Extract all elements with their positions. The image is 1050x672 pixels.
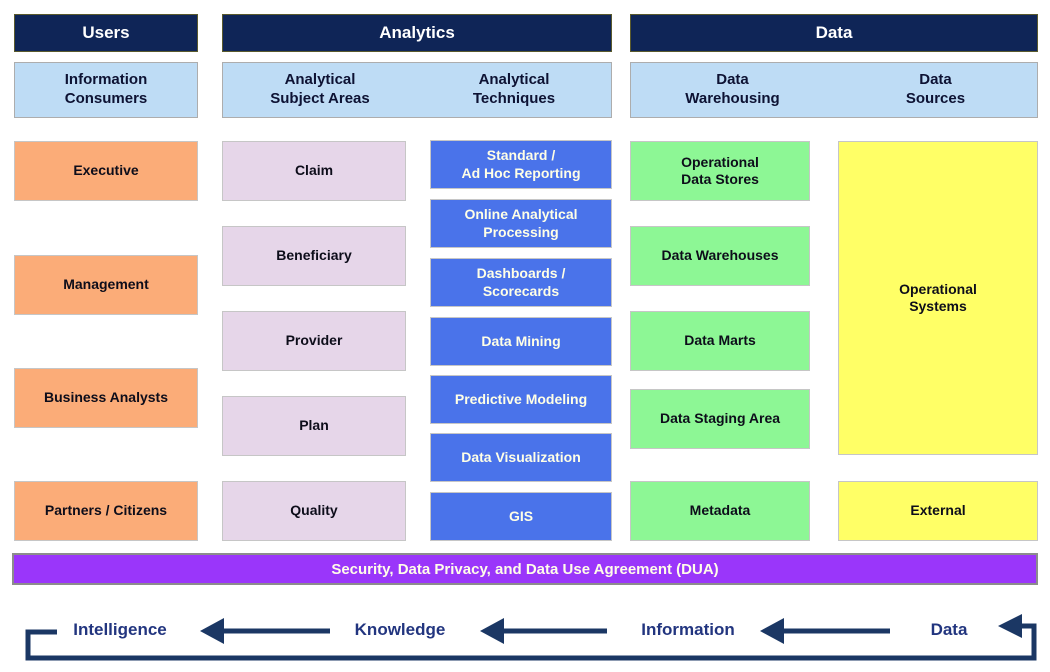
subheader-information-consumers: Information Consumers bbox=[14, 62, 198, 118]
box-dashboards-scorecards: Dashboards / Scorecards bbox=[430, 258, 612, 307]
box-metadata: Metadata bbox=[630, 481, 810, 541]
box-quality: Quality bbox=[222, 481, 406, 541]
header-users: Users bbox=[14, 14, 198, 52]
subheader-information-consumers-label: Information Consumers bbox=[64, 71, 148, 107]
box-executive: Executive bbox=[14, 141, 198, 201]
box-operational-systems: Operational Systems bbox=[838, 141, 1038, 455]
box-external: External bbox=[838, 481, 1038, 541]
subheader-analytics-group: Analytical Subject Areas Analytical Tech… bbox=[222, 62, 612, 118]
flow-label-knowledge: Knowledge bbox=[354, 620, 446, 639]
subheader-data-sources: Data Sources bbox=[905, 71, 966, 107]
flow-label-data: Data bbox=[930, 620, 968, 639]
subheader-analytical-techniques: Analytical Techniques bbox=[472, 71, 556, 107]
subheader-analytical-subject-areas: Analytical Subject Areas bbox=[270, 71, 370, 107]
box-business-analysts: Business Analysts bbox=[14, 368, 198, 428]
box-beneficiary: Beneficiary bbox=[222, 226, 406, 286]
flow-diagram: Intelligence Knowledge Information Data bbox=[0, 598, 1050, 672]
box-gis: GIS bbox=[430, 492, 612, 541]
box-provider: Provider bbox=[222, 311, 406, 371]
feedback-bracket-arrow-icon bbox=[25, 614, 1037, 661]
information-to-knowledge-arrow-icon bbox=[480, 618, 607, 644]
box-data-staging-area: Data Staging Area bbox=[630, 389, 810, 449]
box-data-visualization: Data Visualization bbox=[430, 433, 612, 482]
flow-label-intelligence: Intelligence bbox=[73, 620, 167, 639]
box-claim: Claim bbox=[222, 141, 406, 201]
box-operational-data-stores: Operational Data Stores bbox=[630, 141, 810, 201]
box-partners-citizens: Partners / Citizens bbox=[14, 481, 198, 541]
box-online-analytical-processing: Online Analytical Processing bbox=[430, 199, 612, 248]
data-to-information-arrow-icon bbox=[760, 618, 890, 644]
flow-arrows-graphic bbox=[25, 614, 1037, 661]
knowledge-to-intelligence-arrow-icon bbox=[200, 618, 330, 644]
box-data-marts: Data Marts bbox=[630, 311, 810, 371]
box-data-mining: Data Mining bbox=[430, 317, 612, 366]
security-bar: Security, Data Privacy, and Data Use Agr… bbox=[12, 553, 1038, 585]
subheader-data-group: Data Warehousing Data Sources bbox=[630, 62, 1038, 118]
box-plan: Plan bbox=[222, 396, 406, 456]
header-data: Data bbox=[630, 14, 1038, 52]
box-predictive-modeling: Predictive Modeling bbox=[430, 375, 612, 424]
subheader-data-warehousing: Data Warehousing bbox=[685, 71, 780, 107]
flow-label-information: Information bbox=[641, 620, 735, 639]
header-analytics: Analytics bbox=[222, 14, 612, 52]
box-management: Management bbox=[14, 255, 198, 315]
box-data-warehouses: Data Warehouses bbox=[630, 226, 810, 286]
box-standard-ad-hoc-reporting: Standard / Ad Hoc Reporting bbox=[430, 140, 612, 189]
